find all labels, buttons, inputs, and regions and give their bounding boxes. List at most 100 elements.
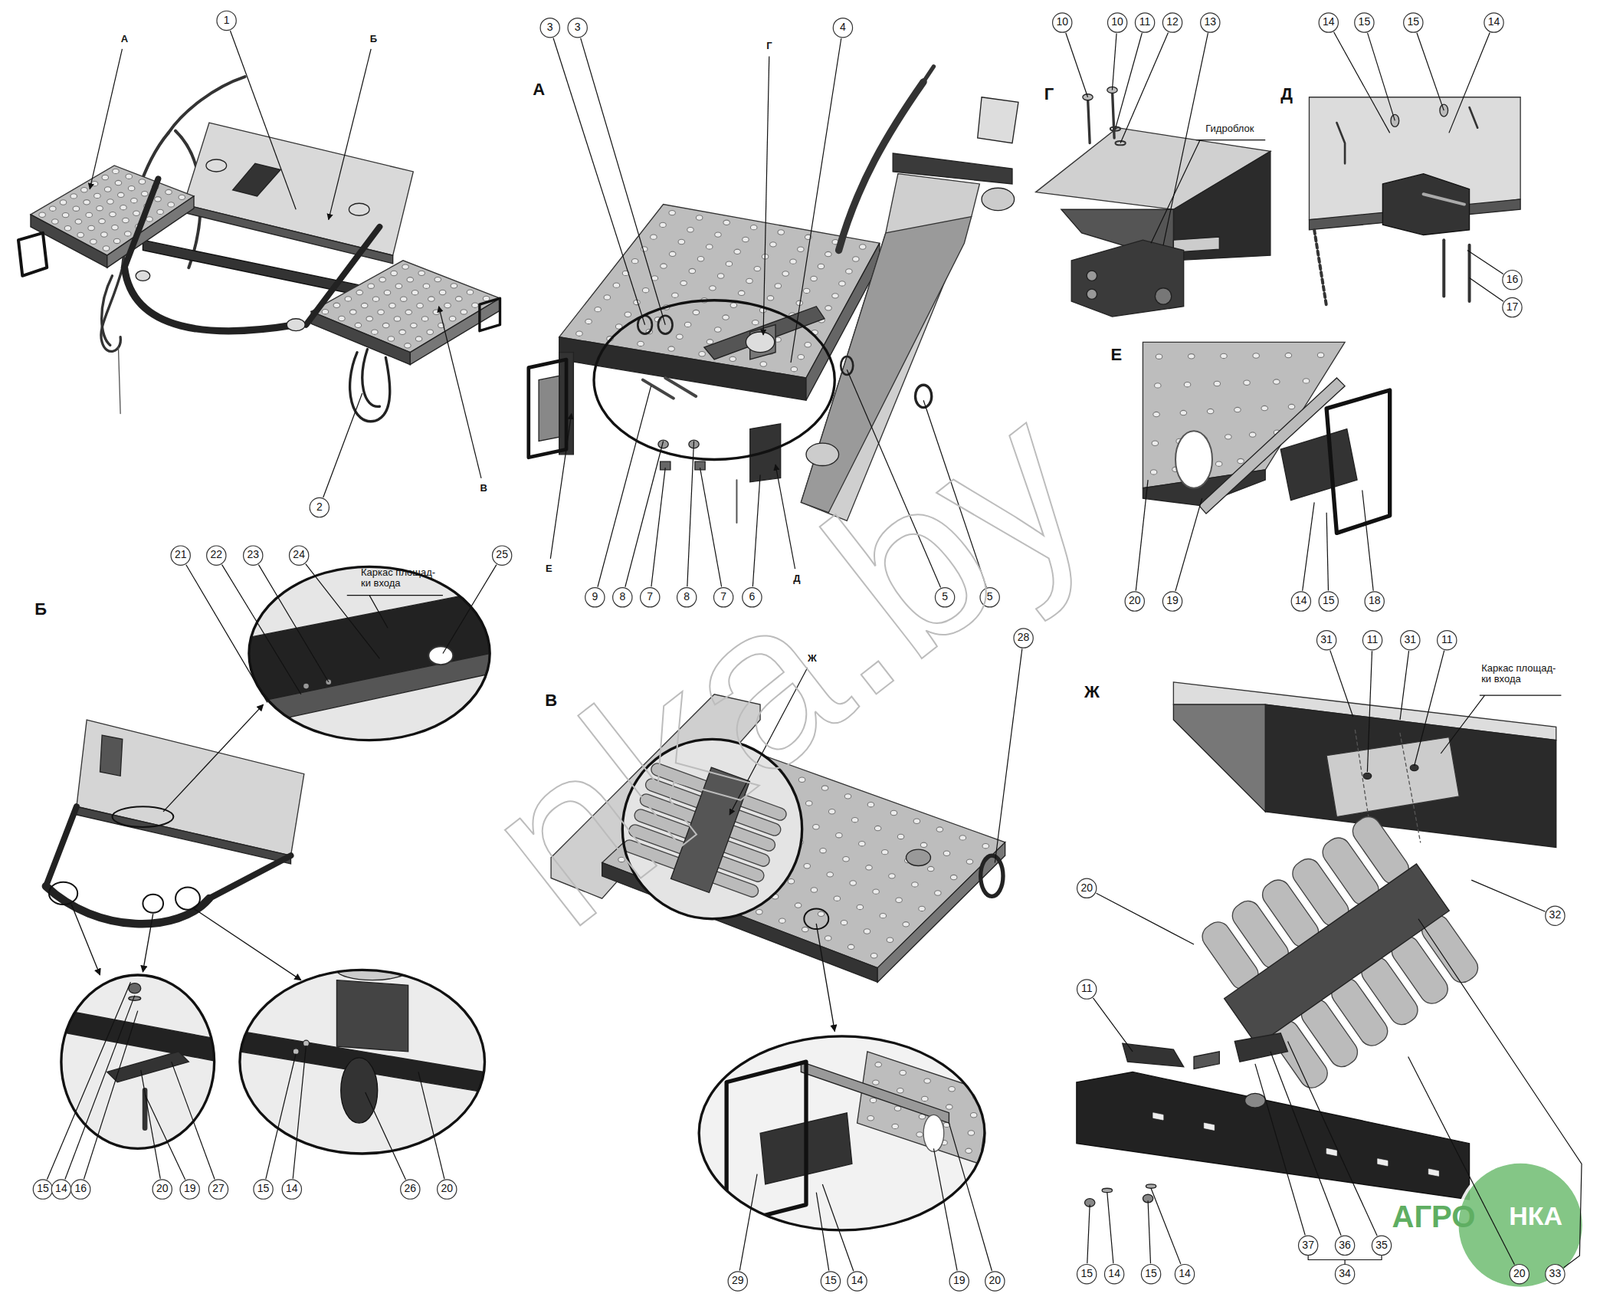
callout-number: 3	[547, 21, 554, 33]
view-arrow	[763, 55, 770, 335]
plate-hole	[118, 192, 125, 197]
beam-hole	[1377, 1158, 1388, 1166]
callout-number: 31	[1320, 633, 1333, 646]
callout-number: 1	[223, 14, 230, 27]
callout-number: 15	[1144, 1267, 1158, 1279]
hose-fitting	[923, 66, 934, 82]
perforated-plate	[311, 260, 500, 353]
detail-arrow	[816, 923, 835, 1031]
plate-hole	[659, 222, 667, 227]
leader-line	[1150, 1187, 1181, 1264]
leader-line	[948, 1122, 992, 1271]
callout-number: 19	[183, 1183, 197, 1195]
beam-hole	[1153, 1112, 1164, 1120]
washer	[1114, 140, 1125, 145]
plate-hole	[404, 343, 412, 348]
callout-number: 20	[1080, 881, 1093, 894]
callout-circle	[1316, 630, 1336, 650]
callout-number: 34	[1338, 1267, 1351, 1279]
plate-hole	[81, 187, 89, 193]
leader-line	[1330, 649, 1354, 717]
parts-drawing	[18, 66, 1584, 1289]
plate-hole	[450, 283, 458, 289]
callout-number: 20	[989, 1274, 1002, 1286]
plate-hole	[945, 1104, 953, 1109]
plate-hole	[927, 865, 935, 871]
plate-hole	[895, 897, 903, 902]
callout-circle	[1364, 591, 1384, 611]
plate-hole	[466, 289, 474, 295]
leader-line	[1135, 479, 1148, 591]
plate-hole	[817, 263, 825, 269]
plate-hole	[851, 816, 859, 822]
callout-circle	[540, 18, 560, 38]
perforated-plate	[30, 165, 194, 256]
callout-circle	[289, 545, 309, 565]
callout-circle	[492, 545, 512, 565]
leader-line	[222, 564, 302, 695]
part-round	[206, 159, 227, 172]
bolt-area	[1175, 430, 1213, 489]
plate-hole	[64, 226, 72, 231]
plate-hole	[107, 199, 115, 204]
leader-lines	[46, 30, 1582, 1271]
callout-number: 2	[316, 501, 323, 513]
plate-hole	[428, 296, 436, 302]
plate-hole	[803, 288, 810, 293]
logo-text: НКА	[1508, 1202, 1563, 1231]
callout-circle	[1013, 628, 1033, 648]
plate-hole	[692, 309, 700, 315]
callout-number: 14	[1488, 16, 1501, 29]
plate-hole	[916, 1131, 924, 1137]
bolt	[1088, 97, 1091, 144]
callout-number: 17	[1506, 301, 1519, 313]
frame-tube	[45, 885, 210, 924]
plate-hole	[1273, 379, 1281, 384]
cable	[735, 479, 738, 523]
bolt-head	[428, 645, 453, 665]
detail-outline	[249, 566, 490, 740]
plate-hole	[120, 204, 128, 210]
plate-hole	[1213, 380, 1221, 386]
callout-circle	[1077, 878, 1097, 898]
plate-hole	[146, 216, 154, 222]
part-face	[232, 163, 282, 197]
callout-circle	[206, 545, 227, 565]
plate-hole	[1317, 352, 1325, 358]
plate-hole	[752, 319, 760, 325]
plate-hole	[867, 1115, 875, 1121]
callout-circle	[820, 1271, 840, 1291]
plate-hole	[676, 334, 684, 339]
plate-hole	[426, 329, 434, 335]
part-round	[128, 983, 141, 994]
hook	[1469, 107, 1479, 128]
part-face	[704, 306, 825, 360]
hydraulic-hose	[101, 267, 123, 351]
plate-hole	[1220, 353, 1228, 358]
callout-circle	[1437, 630, 1457, 650]
leader-line	[144, 1094, 186, 1180]
plate-hole	[415, 336, 423, 341]
callout-number: 16	[74, 1183, 87, 1195]
callout-circle	[949, 1271, 969, 1291]
plate-hole	[422, 283, 430, 289]
plate-hole	[870, 953, 878, 958]
plate-hole	[842, 856, 850, 862]
plate-hole	[737, 290, 745, 296]
plate-hole	[449, 316, 456, 322]
leader-line	[1414, 650, 1445, 766]
plate-hole	[70, 193, 78, 199]
plate-hole	[354, 322, 362, 328]
part-face	[409, 298, 500, 365]
plate-hole	[344, 296, 352, 302]
leader-line	[1467, 250, 1504, 275]
ring	[658, 315, 673, 335]
plate-hole	[888, 873, 896, 879]
plate-hole	[824, 935, 832, 941]
plate-hole	[797, 246, 805, 252]
part-round	[1245, 1092, 1266, 1108]
plate-hole	[1150, 469, 1158, 475]
plate-hole	[157, 209, 164, 214]
plate-hole	[833, 895, 841, 901]
